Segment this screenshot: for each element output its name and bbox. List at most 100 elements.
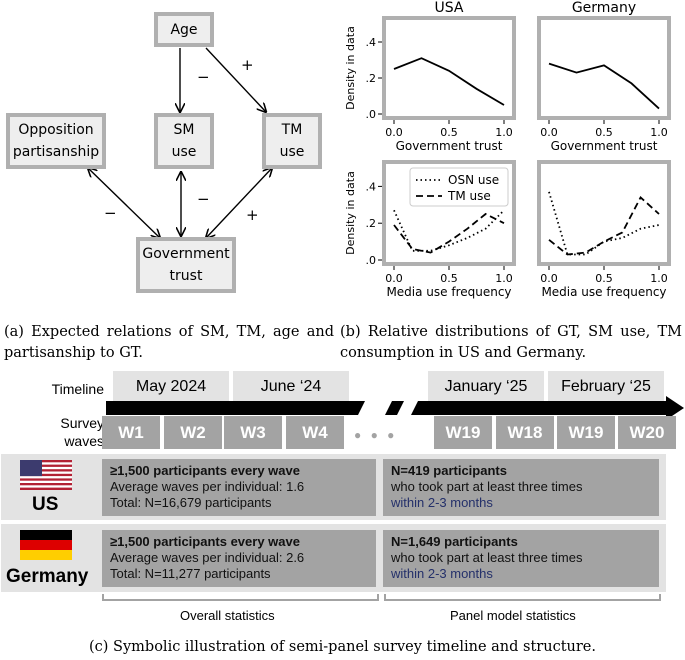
survey-waves-label: Survey waves — [30, 414, 104, 450]
wave-w19-a: W19 — [434, 416, 492, 449]
survey-waves-line2: waves — [64, 433, 104, 449]
survey-waves-line1: Survey — [60, 415, 104, 431]
panel-statistics-label: Panel model statistics — [450, 608, 576, 623]
us-overall-line3: Total: N=16,679 participants — [110, 495, 272, 510]
chart-2-xtick-1: 0.5 — [440, 272, 458, 285]
us-panel-line3: within 2-3 months — [391, 495, 493, 510]
period-january-25: January ‘25 — [428, 371, 544, 403]
germany-overall-line3: Total: N=11,277 participants — [110, 566, 271, 581]
node-tm-label-2: use — [279, 144, 305, 160]
chart-3-series-1-line — [548, 195, 660, 256]
node-opp-label: Opposition — [18, 122, 94, 138]
us-overall-line2: Average waves per individual: 1.6 — [110, 479, 305, 494]
sign-age-sm: − — [197, 68, 210, 86]
sign-tm-gt: + — [246, 206, 259, 224]
us-panel-line2: who took part at least three times — [391, 479, 583, 494]
chart-0-xtick-2: 1.0 — [495, 126, 513, 139]
country-us: US — [32, 494, 59, 515]
chart-2-legend-label-1: TM use — [447, 189, 491, 203]
chart-1-xtick-2: 1.0 — [650, 126, 668, 139]
chart-3-frame — [537, 160, 671, 266]
chart-1-xtick-0: 0.0 — [540, 126, 558, 139]
caption-b: (b) Relative distributions of GT, SM use… — [340, 324, 682, 361]
chart-1-xtick-1: 0.5 — [595, 126, 613, 139]
chart-2-xtick-0: 0.0 — [385, 272, 403, 285]
chart-2-series-0-line — [393, 209, 505, 252]
chart-0-title: USA — [435, 0, 464, 16]
germany-overall-line2: Average waves per individual: 2.6 — [110, 550, 305, 565]
germany-panel-line3: within 2-3 months — [391, 566, 493, 581]
chart-2-ytick-0: .0 — [366, 254, 377, 267]
chart-3-xtick-2: 1.0 — [650, 272, 668, 285]
node-opposition-partisanship: Opposition partisanship — [6, 113, 106, 169]
chart-0-xtick-0: 0.0 — [385, 126, 403, 139]
wave-w20: W20 — [618, 416, 676, 449]
chart-2-xlabel: Media use frequency — [386, 285, 511, 299]
node-sm-label: SM — [173, 122, 195, 138]
germany-flag-icon — [20, 530, 72, 560]
germany-overall-box: ≥1,500 participants every wave Average w… — [102, 530, 376, 587]
chart-2-ytick-1: .2 — [366, 217, 377, 230]
chart-0-ylabel: Density in data — [344, 26, 357, 110]
node-age: Age — [154, 12, 214, 47]
wave-w19-b: W19 — [557, 416, 615, 449]
node-gt-label: Government — [142, 246, 230, 262]
chart-1-xlabel: Government trust — [551, 139, 658, 153]
chart-2-legend-box — [409, 167, 509, 207]
chart-3-series-0-line — [548, 191, 660, 256]
wave-w4: W4 — [286, 416, 344, 449]
us-flag-icon — [20, 460, 72, 490]
statistics-brackets — [102, 594, 661, 601]
us-overall-box: ≥1,500 participants every wave Average w… — [102, 459, 376, 516]
sign-sm-gt: − — [197, 190, 210, 208]
chart-0-frame — [382, 16, 516, 120]
node-sm-label-2: use — [171, 144, 197, 160]
ellipsis: ● ● ● — [354, 428, 398, 442]
timeline-arrow — [106, 396, 684, 420]
node-opp-label-2: partisanship — [12, 144, 100, 160]
period-may-2024: May 2024 — [113, 371, 229, 403]
wave-w18: W18 — [496, 416, 554, 449]
wave-w1: W1 — [102, 416, 160, 449]
caption-a: (a) Expected relations of SM, TM, age an… — [4, 324, 334, 361]
germany-panel-bold: N=1,649 participants — [391, 534, 518, 549]
node-age-label: Age — [170, 21, 198, 38]
sign-age-tm: + — [241, 56, 254, 74]
node-sm-use: SM use — [154, 113, 214, 169]
germany-panel-line2: who took part at least three times — [391, 550, 583, 565]
us-panel-bold: N=419 participants — [391, 463, 507, 478]
relations-diagram-arrows — [0, 47, 340, 300]
chart-2-ytick-2: .4 — [366, 180, 377, 193]
sign-opp-gt: − — [104, 204, 117, 222]
node-gt-label-2: trust — [169, 268, 203, 284]
chart-0-series-0-line — [393, 57, 505, 106]
chart-3-xtick-0: 0.0 — [540, 272, 558, 285]
timeline-label: Timeline — [51, 381, 104, 397]
chart-2-series-1-line — [393, 212, 505, 254]
chart-2-legend-label-0: OSN use — [448, 173, 499, 187]
chart-0-ytick-0: .0 — [366, 108, 377, 121]
chart-2-ylabel: Density in data — [344, 171, 357, 255]
germany-panel-box: N=1,649 participants who took part at le… — [383, 530, 659, 587]
arrow-opp-gt — [88, 168, 160, 238]
period-february-25: February ‘25 — [548, 371, 664, 403]
node-tm-use: TM use — [262, 113, 322, 169]
wave-w2: W2 — [164, 416, 222, 449]
arrow-age-to-tm — [205, 47, 266, 112]
node-tm-label: TM — [281, 122, 303, 138]
caption-c: (c) Symbolic illustration of semi-panel … — [89, 639, 596, 655]
arrow-tm-gt — [206, 168, 272, 238]
chart-1-title: Germany — [572, 0, 636, 16]
country-germany: Germany — [6, 566, 89, 587]
us-panel-box: N=419 participants who took part at leas… — [383, 459, 659, 516]
chart-1-series-0-line — [548, 62, 660, 110]
us-overall-bold: ≥1,500 participants every wave — [110, 463, 300, 478]
chart-0-ytick-2: .4 — [366, 36, 377, 49]
chart-3-xtick-1: 0.5 — [595, 272, 613, 285]
chart-1-frame — [537, 16, 671, 120]
chart-3-xlabel: Media use frequency — [541, 285, 666, 299]
chart-0-ytick-1: .2 — [366, 72, 377, 85]
period-june-24: June ‘24 — [233, 371, 349, 403]
germany-overall-bold: ≥1,500 participants every wave — [110, 534, 300, 549]
chart-2-xtick-2: 1.0 — [495, 272, 513, 285]
